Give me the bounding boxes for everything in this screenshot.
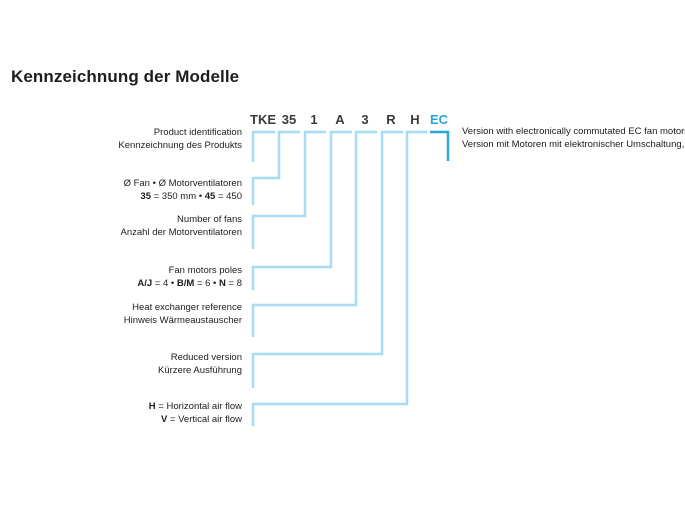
desc-motor-poles-values: A/J = 4 • B/M = 6 • N = 8 (137, 277, 242, 289)
desc-ec-version-en: Version with electronically commutated E… (462, 126, 685, 137)
desc-fan-count-de: Anzahl der Motorventilatoren (120, 226, 242, 238)
desc-fan-diameter-values: 35 = 350 mm • 45 = 450 (140, 190, 242, 202)
desc-heat-exchanger-en: Heat exchanger reference (132, 302, 242, 313)
code-letter-a: A (335, 112, 345, 127)
code-letter-tke: TKE (250, 112, 276, 127)
code-letter-3: 3 (361, 112, 368, 127)
desc-reduced-de: Kürzere Ausführung (158, 364, 242, 376)
page-title: Kennzeichnung der Modelle (11, 67, 240, 86)
desc-fan-count-en: Number of fans (177, 214, 242, 225)
desc-air-flow-horizontal: H = Horizontal air flow (148, 401, 242, 412)
connector-motor-poles (251, 131, 333, 290)
desc-product-id-de: Kennzeichnung des Produkts (118, 139, 242, 151)
bracket-ec (430, 130, 450, 161)
desc-reduced-en: Reduced version (170, 352, 242, 363)
code-letters: TKE 35 1 A 3 R H EC (250, 112, 449, 127)
code-letter-h: H (410, 112, 419, 127)
desc-motor-poles-title: Fan motors poles (168, 265, 242, 276)
desc-air-flow: H = Horizontal air flow V = Vertical air… (149, 401, 242, 426)
desc-air-flow-vertical: V = Vertical air flow (160, 413, 242, 425)
desc-ec-version: Version with electronically commutated E… (462, 126, 685, 151)
connector-fan-diameter (251, 131, 281, 205)
connector-lines (251, 130, 427, 426)
desc-reduced: Reduced version Kürzere Ausführung (158, 352, 242, 377)
connector-air-flow (251, 131, 409, 426)
code-letter-1: 1 (310, 112, 317, 127)
connector-heat-exchanger (251, 131, 358, 337)
code-letter-35: 35 (282, 112, 296, 127)
desc-heat-exchanger: Heat exchanger reference Hinweis Wärmeau… (124, 302, 242, 327)
code-letter-ec: EC (430, 112, 449, 127)
desc-fan-diameter: Ø Fan • Ø Motorventilatoren 35 = 350 mm … (124, 178, 242, 203)
desc-motor-poles: Fan motors poles A/J = 4 • B/M = 6 • N =… (137, 265, 242, 290)
connector-fan-count (251, 131, 307, 249)
desc-ec-version-de: Version mit Motoren mit elektronischer U… (462, 138, 685, 150)
desc-fan-count: Number of fans Anzahl der Motorventilato… (121, 214, 242, 239)
desc-product-id-en: Product identification (153, 127, 242, 138)
desc-fan-diameter-title: Ø Fan • Ø Motorventilatoren (123, 178, 242, 189)
code-letter-r: R (386, 112, 396, 127)
desc-heat-exchanger-de: Hinweis Wärmeaustauscher (123, 314, 242, 326)
desc-product-id: Product identification Kennzeichnung des… (118, 127, 242, 152)
connector-reduced (251, 131, 384, 388)
